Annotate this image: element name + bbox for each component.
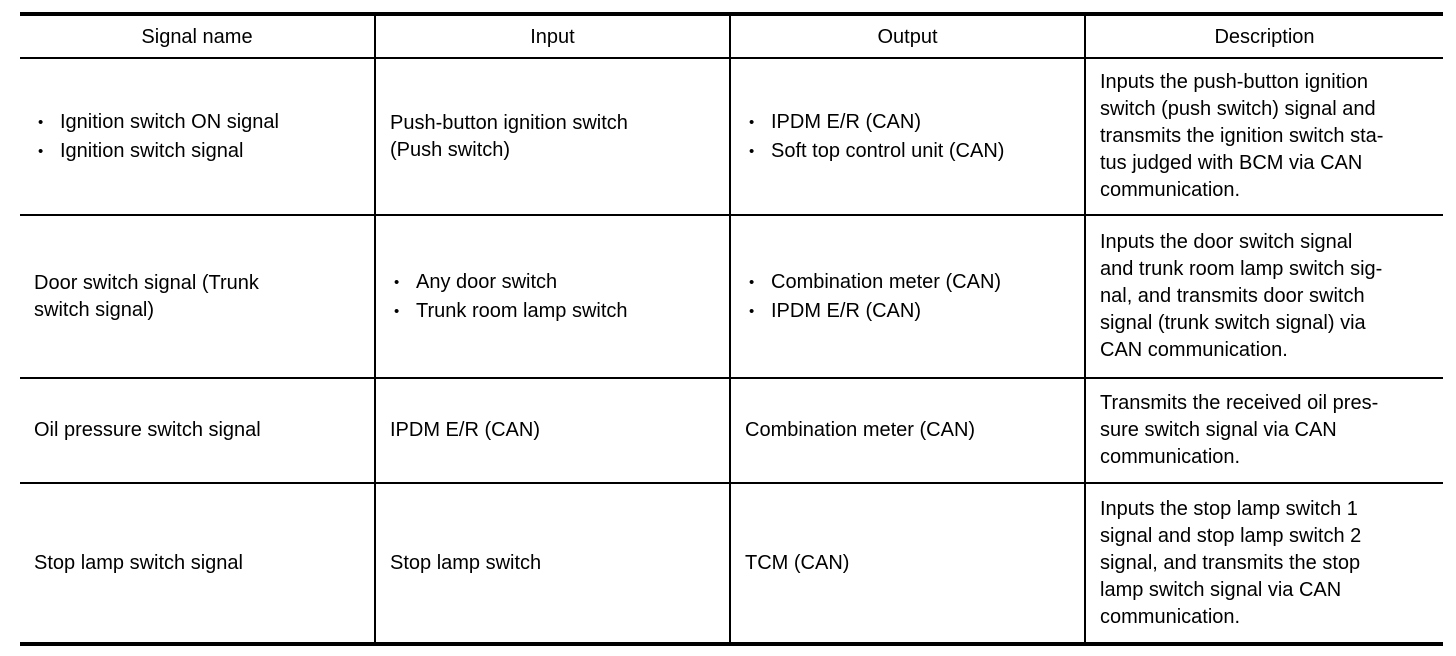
cell-description: Inputs the stop lamp switch 1 signal and… — [1084, 483, 1443, 644]
signal-table-container: Signal name Input Output Description — [20, 12, 1443, 646]
list-item-label: IPDM E/R (CAN) — [771, 110, 921, 133]
cell-signal-name: Oil pressure switch signal — [20, 378, 375, 484]
text-line: signal and stop lamp switch 2 — [1100, 524, 1362, 547]
column-header-description: Description — [1084, 14, 1443, 59]
text-line: CAN communication. — [1100, 339, 1288, 361]
text-line: signal, and transmits the stop — [1100, 551, 1361, 574]
table-header-row: Signal name Input Output Description — [20, 14, 1443, 59]
cell-content: Door switch signal (Trunk switch signal) — [20, 260, 374, 334]
cell-output: Combination meter (CAN) IPDM E/R (CAN) — [729, 215, 1085, 379]
text-line: Inputs the stop lamp switch 1 — [1100, 497, 1358, 520]
table-row: Stop lamp switch signal Stop lamp switch… — [20, 483, 1443, 644]
text-line: lamp switch signal via CAN — [1100, 578, 1342, 601]
list-item-label: Combination meter (CAN) — [771, 270, 1002, 293]
list-item: Combination meter (CAN) — [745, 268, 1072, 297]
cell-content: Ignition switch ON signal Ignition switc… — [20, 98, 374, 176]
text-line: IPDM E/R (CAN) — [390, 419, 540, 441]
cell-content: Combination meter (CAN) — [731, 407, 1084, 454]
cell-content: Oil pressure switch signal — [20, 407, 374, 454]
bullet-list: Ignition switch ON signal Ignition switc… — [34, 108, 362, 166]
bullet-list: Any door switch Trunk room lamp switch — [390, 268, 717, 326]
table-row: Ignition switch ON signal Ignition switc… — [20, 58, 1443, 216]
list-item: Ignition switch signal — [34, 137, 362, 166]
cell-output: Combination meter (CAN) — [729, 378, 1085, 484]
cell-signal-name: Stop lamp switch signal — [20, 483, 375, 644]
table-row: Oil pressure switch signal IPDM E/R (CAN… — [20, 378, 1443, 484]
signal-table: Signal name Input Output Description — [20, 12, 1443, 646]
column-header-signal-name: Signal name — [20, 14, 375, 59]
column-header-label: Signal name — [141, 25, 253, 48]
cell-content: Inputs the push-button ignition switch (… — [1086, 59, 1443, 214]
bullet-list: IPDM E/R (CAN) Soft top control unit (CA… — [745, 108, 1072, 166]
list-item-label: Ignition switch ON signal — [60, 110, 279, 133]
column-header-output: Output — [729, 14, 1085, 59]
text-line: signal (trunk switch signal) via — [1100, 312, 1366, 334]
cell-content: Combination meter (CAN) IPDM E/R (CAN) — [731, 258, 1084, 336]
text-line: tus judged with BCM via CAN — [1100, 152, 1363, 174]
cell-content: Stop lamp switch signal — [20, 540, 374, 587]
text-line: communication. — [1100, 446, 1241, 468]
cell-description: Inputs the door switch signal and trunk … — [1084, 215, 1443, 379]
text-line: Combination meter (CAN) — [745, 419, 976, 441]
cell-output: IPDM E/R (CAN) Soft top control unit (CA… — [729, 58, 1085, 216]
text-line: Inputs the push-button ignition — [1100, 71, 1368, 93]
text-line: Oil pressure switch signal — [34, 419, 261, 441]
text-line: Door switch signal (Trunk — [34, 271, 259, 294]
text-line: Inputs the door switch signal — [1100, 231, 1353, 253]
table-row: Door switch signal (Trunk switch signal)… — [20, 215, 1443, 379]
text-line: Stop lamp switch signal — [34, 551, 243, 574]
text-line: nal, and transmits door switch — [1100, 285, 1365, 307]
cell-input: Any door switch Trunk room lamp switch — [374, 215, 730, 379]
list-item: Any door switch — [390, 268, 717, 297]
table-header: Signal name Input Output Description — [20, 14, 1443, 59]
cell-input: IPDM E/R (CAN) — [374, 378, 730, 484]
cell-content: IPDM E/R (CAN) Soft top control unit (CA… — [731, 98, 1084, 176]
cell-signal-name: Door switch signal (Trunk switch signal) — [20, 215, 375, 379]
bullet-list: Combination meter (CAN) IPDM E/R (CAN) — [745, 268, 1072, 326]
text-line: Push-button ignition switch — [390, 111, 628, 134]
column-header-label: Output — [877, 25, 938, 48]
cell-output: TCM (CAN) — [729, 483, 1085, 644]
list-item: IPDM E/R (CAN) — [745, 108, 1072, 137]
text-line: TCM (CAN) — [745, 551, 850, 574]
cell-content: Inputs the stop lamp switch 1 signal and… — [1086, 486, 1443, 641]
text-line: switch signal) — [34, 298, 155, 321]
cell-content: Any door switch Trunk room lamp switch — [376, 258, 729, 336]
text-line: Stop lamp switch — [390, 551, 542, 574]
text-line: (Push switch) — [390, 138, 511, 161]
cell-content: TCM (CAN) — [731, 540, 1084, 587]
cell-content: Stop lamp switch — [376, 540, 729, 587]
list-item-label: Any door switch — [416, 270, 558, 293]
column-header-input: Input — [374, 14, 730, 59]
list-item: IPDM E/R (CAN) — [745, 297, 1072, 326]
text-line: and trunk room lamp switch sig- — [1100, 258, 1383, 280]
cell-content: Inputs the door switch signal and trunk … — [1086, 219, 1443, 374]
text-line: communication. — [1100, 605, 1241, 628]
list-item-label: Ignition switch signal — [60, 139, 244, 162]
text-line: communication. — [1100, 179, 1241, 201]
list-item: Trunk room lamp switch — [390, 297, 717, 326]
cell-content: Push-button ignition switch (Push switch… — [376, 100, 729, 174]
text-line: sure switch signal via CAN — [1100, 419, 1337, 441]
cell-input: Stop lamp switch — [374, 483, 730, 644]
list-item-label: Soft top control unit (CAN) — [771, 139, 1005, 162]
list-item-label: Trunk room lamp switch — [416, 299, 628, 322]
cell-input: Push-button ignition switch (Push switch… — [374, 58, 730, 216]
cell-description: Transmits the received oil pres- sure sw… — [1084, 378, 1443, 484]
cell-content: IPDM E/R (CAN) — [376, 407, 729, 454]
list-item-label: IPDM E/R (CAN) — [771, 299, 921, 322]
text-line: switch (push switch) signal and — [1100, 98, 1376, 120]
text-line: Transmits the received oil pres- — [1100, 392, 1379, 414]
list-item: Ignition switch ON signal — [34, 108, 362, 137]
cell-signal-name: Ignition switch ON signal Ignition switc… — [20, 58, 375, 216]
list-item: Soft top control unit (CAN) — [745, 137, 1072, 166]
table-body: Ignition switch ON signal Ignition switc… — [20, 58, 1443, 644]
cell-content: Transmits the received oil pres- sure sw… — [1086, 380, 1443, 481]
text-line: transmits the ignition switch sta- — [1100, 125, 1384, 147]
cell-description: Inputs the push-button ignition switch (… — [1084, 58, 1443, 216]
column-header-label: Description — [1214, 25, 1315, 48]
column-header-label: Input — [530, 25, 575, 48]
